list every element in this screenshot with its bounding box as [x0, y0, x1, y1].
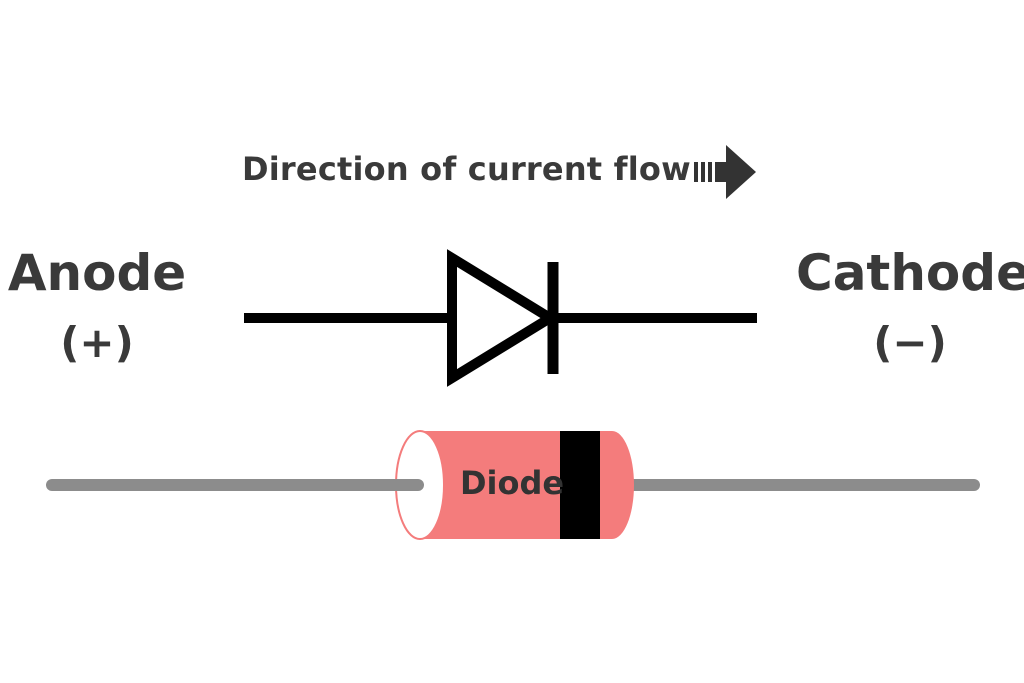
component-label: Diode: [459, 464, 565, 502]
cathode-polarity: (−): [873, 318, 947, 367]
anode-polarity: (+): [60, 318, 134, 367]
arrow-right-icon: [694, 145, 756, 199]
cathode-label: Cathode: [796, 244, 1024, 302]
diode-symbol-icon: [244, 249, 757, 387]
cathode-band: [560, 431, 600, 539]
anode-label: Anode: [7, 244, 187, 302]
diode-component-icon: [46, 430, 980, 540]
direction-label: Direction of current flow: [242, 150, 691, 188]
schematic-triangle: [447, 249, 560, 387]
